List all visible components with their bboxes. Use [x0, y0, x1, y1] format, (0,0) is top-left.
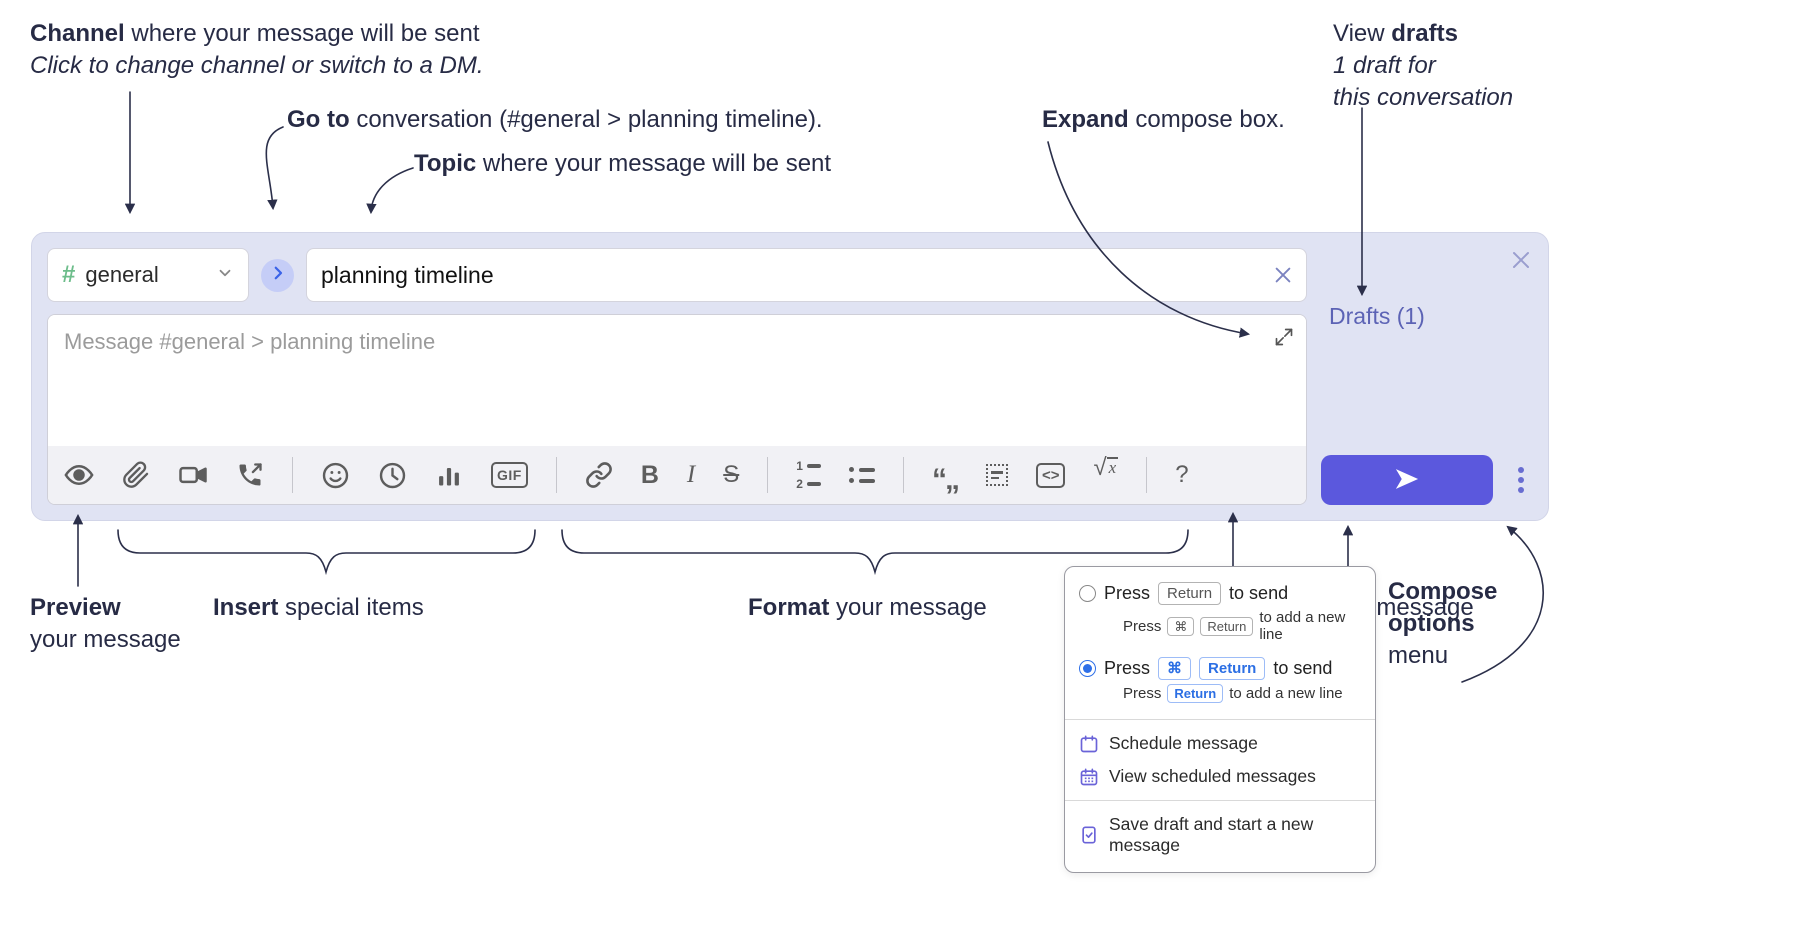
quote-icon[interactable]: “„: [932, 457, 960, 495]
gif-icon[interactable]: GIF: [491, 457, 528, 493]
annotation-insert: Insert special items: [213, 594, 424, 621]
topic-input[interactable]: [321, 261, 1272, 289]
channel-selector[interactable]: # general: [47, 248, 249, 302]
toolbar-divider: [767, 457, 769, 493]
video-call-icon[interactable]: [178, 457, 208, 493]
annotation-expand: Expand compose box.: [1042, 106, 1285, 133]
annotation-topic: Topic where your message will be sent: [414, 150, 832, 177]
bold-icon[interactable]: B: [641, 457, 659, 493]
toolbar-divider: [292, 457, 293, 493]
compose-options-menu-button[interactable]: [1509, 467, 1533, 493]
spoiler-icon[interactable]: [985, 457, 1008, 493]
calendar-grid-icon: [1079, 767, 1099, 787]
compose-options-popup: Press Return to send Press ⌘ Return to a…: [1064, 566, 1376, 873]
poll-icon[interactable]: [435, 457, 463, 493]
italic-icon[interactable]: I: [687, 457, 695, 493]
go-to-conversation-button[interactable]: [261, 258, 294, 292]
menu-divider: [1065, 800, 1375, 801]
math-icon[interactable]: √x: [1093, 456, 1119, 493]
annotation-compose-options: Compose options menu: [1388, 578, 1498, 669]
attach-file-icon[interactable]: [122, 457, 150, 493]
chevron-right-icon: [269, 264, 287, 287]
send-button[interactable]: [1321, 455, 1493, 505]
annotation-view-drafts: View drafts 1 draft for this conversatio…: [1333, 20, 1514, 111]
calendar-icon: [1079, 734, 1099, 754]
clear-topic-icon[interactable]: [1272, 264, 1294, 286]
radio-enter-sends[interactable]: [1079, 585, 1096, 602]
voice-call-icon[interactable]: [236, 457, 264, 493]
annotation-format: Format your message: [748, 594, 987, 621]
drafts-link[interactable]: Drafts (1): [1329, 303, 1425, 329]
return-key: Return: [1167, 684, 1224, 703]
menu-divider: [1065, 719, 1375, 720]
channel-hash-icon: #: [62, 261, 76, 288]
preview-icon[interactable]: [64, 457, 94, 493]
return-key: Return: [1199, 657, 1266, 680]
schedule-time-icon[interactable]: [378, 457, 407, 493]
annotation-channel: Channel where your message will be sent …: [30, 20, 484, 79]
menu-item-view-scheduled[interactable]: View scheduled messages: [1065, 760, 1375, 793]
message-formatting-help-icon[interactable]: ?: [1175, 457, 1188, 493]
menu-item-save-draft[interactable]: Save draft and start a new message: [1065, 808, 1375, 862]
chevron-down-icon: [216, 264, 234, 287]
menu-item-schedule-message[interactable]: Schedule message: [1065, 727, 1375, 760]
formatting-toolbar: GIF B I S 1 2: [48, 446, 1306, 504]
compose-box: # general: [31, 232, 1549, 521]
annotation-goto: Go to conversation (#general > planning …: [287, 106, 823, 133]
toolbar-divider: [902, 457, 904, 493]
ellipsis-icon: [1518, 467, 1524, 473]
message-area: GIF B I S 1 2: [47, 314, 1307, 505]
toolbar-divider: [1146, 457, 1148, 493]
toolbar-divider: [555, 457, 557, 493]
strikethrough-icon[interactable]: S: [723, 457, 739, 493]
close-compose-icon[interactable]: [1509, 248, 1533, 277]
numbered-list-icon[interactable]: 1 2: [796, 457, 821, 493]
message-input[interactable]: [48, 315, 1306, 446]
link-icon[interactable]: [585, 457, 613, 493]
bulleted-list-icon[interactable]: [848, 457, 875, 493]
radio-cmd-enter-sends[interactable]: [1079, 660, 1096, 677]
return-key: Return: [1200, 616, 1254, 636]
cmd-key: ⌘: [1158, 657, 1192, 680]
cmd-key: ⌘: [1167, 616, 1195, 636]
code-icon[interactable]: <>: [1035, 457, 1066, 493]
channel-name: general: [85, 262, 159, 287]
annotation-preview: Preview your message: [30, 594, 181, 653]
return-key: Return: [1158, 582, 1222, 605]
expand-compose-icon[interactable]: [1274, 327, 1294, 352]
emoji-icon[interactable]: [321, 457, 350, 493]
draft-check-icon: [1079, 825, 1099, 845]
topic-field-wrap: [306, 248, 1307, 302]
send-plane-icon: [1393, 465, 1421, 496]
compose-right-column: Drafts (1): [1321, 248, 1533, 505]
